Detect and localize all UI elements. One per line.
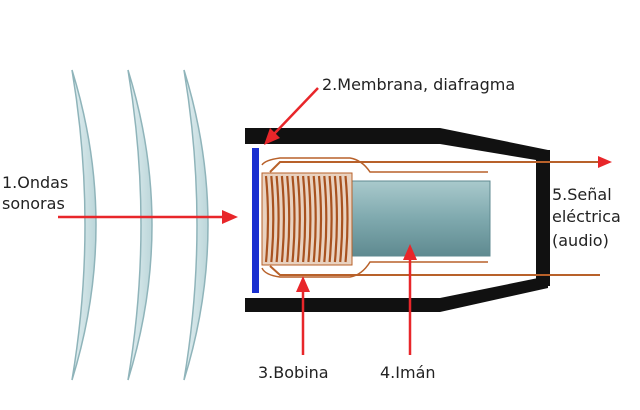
label-bobina: 3.Bobina: [258, 363, 329, 382]
coil: [261, 172, 353, 266]
housing-bottom: [245, 276, 548, 312]
coil-turn: [296, 175, 301, 263]
sound-arrow-icon: [58, 210, 238, 224]
label-ondas-line1: 1.Ondas: [2, 173, 68, 192]
coil-turn: [333, 175, 338, 263]
label-membrana: 2.Membrana, diafragma: [322, 75, 515, 94]
output-wire-bottom: [269, 265, 600, 276]
coil-turn: [270, 175, 275, 263]
sound-wave-1: [71, 69, 97, 381]
coil-former: [261, 157, 488, 173]
coil-turn: [317, 175, 323, 263]
housing-back-wall: [536, 150, 550, 286]
coil-turn: [323, 175, 328, 263]
housing: [245, 128, 550, 312]
coil-turn: [344, 175, 349, 263]
output-arrow-icon: [598, 156, 612, 168]
coil-turn: [275, 175, 280, 263]
coil-turn: [286, 175, 291, 263]
coil-turn: [312, 175, 317, 263]
label-senal-line1: 5.Señal: [552, 185, 612, 204]
sound-waves: [71, 69, 209, 381]
coil-turn: [291, 175, 296, 263]
sound-wave-3: [183, 69, 209, 381]
coil-turn: [328, 175, 333, 263]
membrane-arrow-icon: [264, 87, 319, 145]
label-ondas-line2: sonoras: [2, 194, 65, 213]
label-senal-line2: eléctrica: [552, 207, 621, 226]
coil-arrow-icon: [296, 276, 310, 355]
label-iman: 4.Imán: [380, 363, 436, 382]
diaphragm: [252, 148, 259, 293]
housing-top: [245, 128, 548, 162]
coil-turn: [264, 175, 270, 263]
coil-turn: [339, 175, 344, 263]
coil-turn: [302, 175, 307, 263]
magnet-arrow-icon: [403, 244, 417, 355]
coil-turn: [307, 175, 312, 263]
sound-wave-2: [127, 69, 153, 381]
arrows: [58, 87, 612, 355]
coil-former-bottom: [261, 261, 488, 278]
label-senal-line3: (audio): [552, 231, 609, 250]
coil-turn: [280, 175, 285, 263]
output-wire-top: [269, 161, 600, 173]
